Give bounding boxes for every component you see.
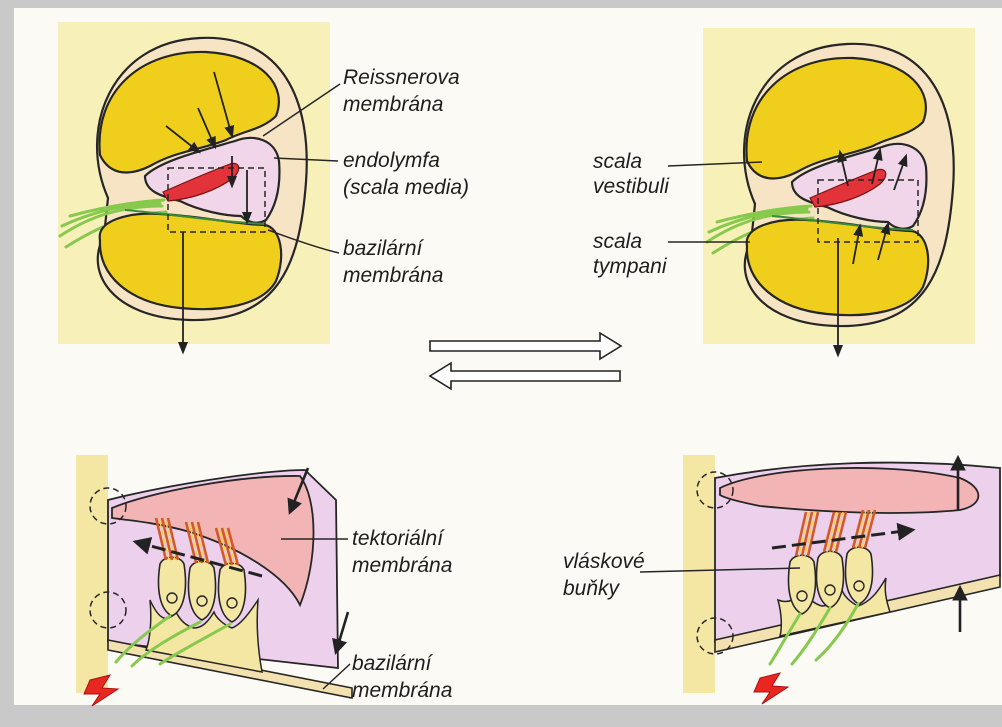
label-reissner-line1: Reissnerova <box>343 66 460 89</box>
label-basilar-top-line2: membrána <box>343 264 443 287</box>
label-reissner-line2: membrána <box>343 93 443 116</box>
label-basilar-top-line1: bazilární <box>343 237 425 260</box>
label-scala-tympani-line2: tympani <box>593 255 668 278</box>
hair-cell <box>846 547 873 604</box>
label-scala-vestibuli-line2: vestibuli <box>593 175 670 198</box>
label-hair-cells-line1: vláskové <box>563 550 645 573</box>
label-tectorial-line1: tektoriální <box>352 527 445 550</box>
label-endolymph-line2: (scala media) <box>343 176 469 199</box>
label-basilar-bottom-line2: membrána <box>352 679 452 702</box>
label-scala-tympani-line1: scala <box>593 230 642 253</box>
hair-cell <box>159 557 186 616</box>
hair-cell <box>189 561 216 620</box>
hair-cell <box>789 555 816 614</box>
label-scala-vestibuli-line1: scala <box>593 150 642 173</box>
label-endolymph-line1: endolymfa <box>343 149 440 172</box>
hair-cell <box>219 563 246 622</box>
bony-wall <box>76 455 108 693</box>
label-tectorial-line2: membrána <box>352 554 452 577</box>
label-hair-cells-line2: buňky <box>563 577 621 600</box>
label-basilar-bottom-line1: bazilární <box>352 652 434 675</box>
bony-wall <box>683 455 715 693</box>
hair-cell <box>817 551 844 608</box>
